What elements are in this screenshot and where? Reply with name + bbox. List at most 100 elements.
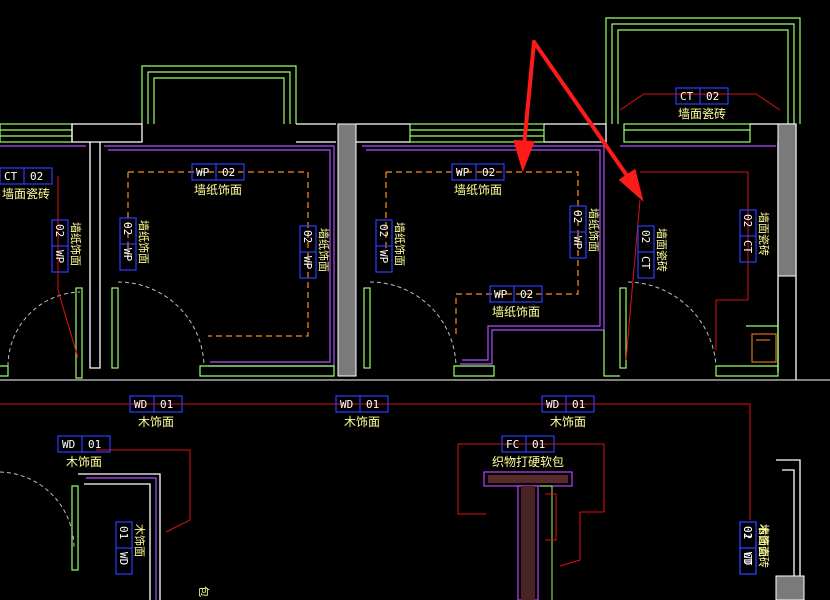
tag-code: WP <box>494 288 508 301</box>
tag-number: 02 <box>121 222 134 235</box>
tag-box <box>451 163 505 181</box>
tag-code: CT <box>4 170 18 183</box>
tag-code: WD <box>134 398 147 411</box>
tag-box <box>675 87 729 105</box>
tag-number: 02 <box>520 288 533 301</box>
soft-pack-detail <box>483 471 573 600</box>
tag-number: 02 <box>741 526 754 539</box>
tag-label: 织物打硬软包 <box>492 455 564 469</box>
tag-number: 01 <box>532 438 545 451</box>
door-swings <box>0 281 717 549</box>
tag-number: 02 <box>30 170 43 183</box>
tag-code: WD <box>741 552 754 565</box>
tag-code: WP <box>196 166 210 179</box>
tag-label: 墙纸饰面 <box>393 222 407 266</box>
tag-number: 02 <box>53 224 66 237</box>
material-tag: WP 02 墙纸饰面 <box>489 285 543 319</box>
tag-label: 木饰面 <box>66 455 102 469</box>
tag-box <box>0 167 53 185</box>
tag-code: WP <box>301 256 314 270</box>
tag-label: 墙面瓷砖 <box>655 228 669 272</box>
tag-number: 01 <box>572 398 585 411</box>
material-tag: FC 01 织物打硬软包 <box>492 435 564 469</box>
tag-box <box>335 395 389 413</box>
tag-code: WD <box>62 438 75 451</box>
tag-label: 墙纸饰面 <box>69 222 83 266</box>
tag-box <box>191 163 245 181</box>
tag-label: 木饰面 <box>138 415 174 429</box>
tag-code: WP <box>571 236 584 250</box>
tag-label: 墙纸饰面 <box>194 183 242 197</box>
tag-code: CT <box>741 552 754 566</box>
tag-number: 02 <box>706 90 719 103</box>
material-tag: WD 01 木饰面 <box>335 395 389 429</box>
tag-code: WP <box>121 248 134 262</box>
tag-box <box>129 395 183 413</box>
tag-box <box>501 435 555 453</box>
tag-code: WP <box>53 250 66 264</box>
tag-label: 墙纸饰面 <box>587 208 601 252</box>
tag-box <box>489 285 543 303</box>
tag-label: 木饰面 <box>550 415 586 429</box>
tag-number: 01 <box>117 526 130 539</box>
columns <box>337 123 805 600</box>
window-outlines <box>0 17 801 143</box>
arrow-shaft-right <box>532 40 632 182</box>
tag-number: 02 <box>377 224 390 237</box>
tag-code: WD <box>117 552 130 565</box>
tag-number: 01 <box>366 398 379 411</box>
tag-label: 墙纸饰面 <box>317 228 331 272</box>
tag-number: 02 <box>741 214 754 227</box>
leader-lines <box>0 93 781 567</box>
tag-label: 墙面瓷砖 <box>757 212 771 256</box>
arrow-shaft-left <box>522 40 536 148</box>
tag-number: 02 <box>482 166 495 179</box>
material-tag: WP 02 墙纸饰面 <box>191 163 245 197</box>
tag-code: CT <box>680 90 694 103</box>
tag-label: 木饰面 <box>344 415 380 429</box>
tag-label: 木饰面 <box>757 524 771 557</box>
partial-label: 包 <box>197 586 210 597</box>
tag-box <box>541 395 595 413</box>
tag-number: 01 <box>741 526 754 539</box>
tag-label: 墙面瓷砖 <box>757 524 771 568</box>
tag-label: 墙纸饰面 <box>454 183 502 197</box>
tag-number: 02 <box>301 230 314 243</box>
door-jambs <box>0 287 779 571</box>
tag-number: 02 <box>222 166 235 179</box>
tag-label: 墙纸饰面 <box>492 305 540 319</box>
tag-code: WD <box>340 398 353 411</box>
tag-code: CT <box>639 256 652 270</box>
tag-number: 02 <box>639 230 652 243</box>
tag-number: 01 <box>160 398 173 411</box>
tag-code: CT <box>741 240 754 254</box>
tag-code: WD <box>546 398 559 411</box>
tag-code: WP <box>377 250 390 264</box>
arrow-head-right <box>618 168 644 202</box>
material-tag: WD 01 木饰面 <box>57 435 111 469</box>
tag-code: FC <box>506 438 519 451</box>
material-tag: WP 02 墙纸饰面 <box>451 163 505 197</box>
tag-label: 木饰面 <box>133 524 147 557</box>
tag-number: 01 <box>88 438 101 451</box>
tag-code: WP <box>456 166 470 179</box>
corner-symbol <box>751 333 777 363</box>
material-tag: WD 01 木饰面 <box>541 395 595 429</box>
tag-label: 墙纸饰面 <box>137 220 151 264</box>
wallpaper-extents <box>127 171 579 337</box>
